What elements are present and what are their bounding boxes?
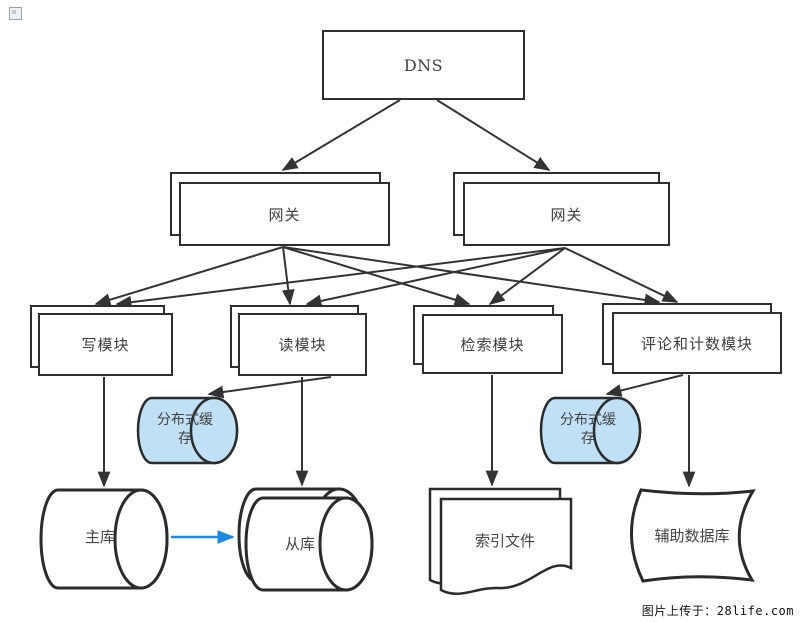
edge-gwright-search [488, 247, 566, 305]
index-file-documents [428, 487, 573, 595]
broken-image-icon [9, 7, 22, 20]
node-index-file-label: 索引文件 [474, 531, 535, 550]
edge-gwright-read [305, 247, 566, 308]
node-gateway-left-label: 网关 [268, 205, 301, 224]
edge-gwleft-write [94, 246, 284, 306]
master-db-cylinder [39, 488, 169, 590]
node-gateway-left: 网关 [179, 182, 390, 246]
node-module-comment-label: 评论和计数模块 [640, 334, 753, 353]
node-db-master-label: 主库 [84, 528, 115, 547]
node-cache-right-label: 分布式缓存 [560, 412, 616, 447]
node-module-read-label: 读模块 [278, 336, 327, 354]
node-module-comment: 评论和计数模块 [612, 312, 782, 374]
cache-cylinder-left [136, 396, 239, 465]
node-dns: DNS [322, 30, 525, 100]
edge-lines [94, 99, 696, 488]
edge-comment-cache-right [605, 374, 684, 397]
edge-gwleft-search [282, 246, 471, 306]
edge-read-cache-left [207, 376, 332, 399]
edge-gwleft-comment [282, 246, 661, 307]
edge-gwright-write [115, 247, 566, 309]
edge-dns-gateway-left [281, 99, 401, 171]
slave-db-cylinder [237, 487, 374, 592]
auxiliary-db-shape [630, 488, 756, 583]
watermark-text: 图片上传于：28life.com [641, 604, 794, 618]
edge-gwleft-read [281, 246, 295, 306]
node-module-search: 检索模块 [422, 314, 563, 374]
edge-dns-gateway-right [436, 99, 551, 171]
node-dns-label: DNS [403, 55, 444, 75]
node-module-write-label: 写模块 [81, 336, 130, 354]
cache-cylinder-right [539, 396, 642, 465]
node-gateway-right-label: 网关 [550, 205, 583, 224]
node-module-write: 写模块 [38, 313, 173, 376]
node-module-search-label: 检索模块 [460, 335, 525, 354]
edge-gwright-comment [564, 247, 679, 303]
node-db-auxiliary-label: 辅助数据库 [654, 526, 730, 545]
node-db-slave-label: 从库 [284, 535, 315, 554]
node-gateway-right: 网关 [463, 182, 670, 246]
node-module-read: 读模块 [238, 313, 367, 376]
node-cache-left-label: 分布式缓存 [157, 412, 213, 447]
